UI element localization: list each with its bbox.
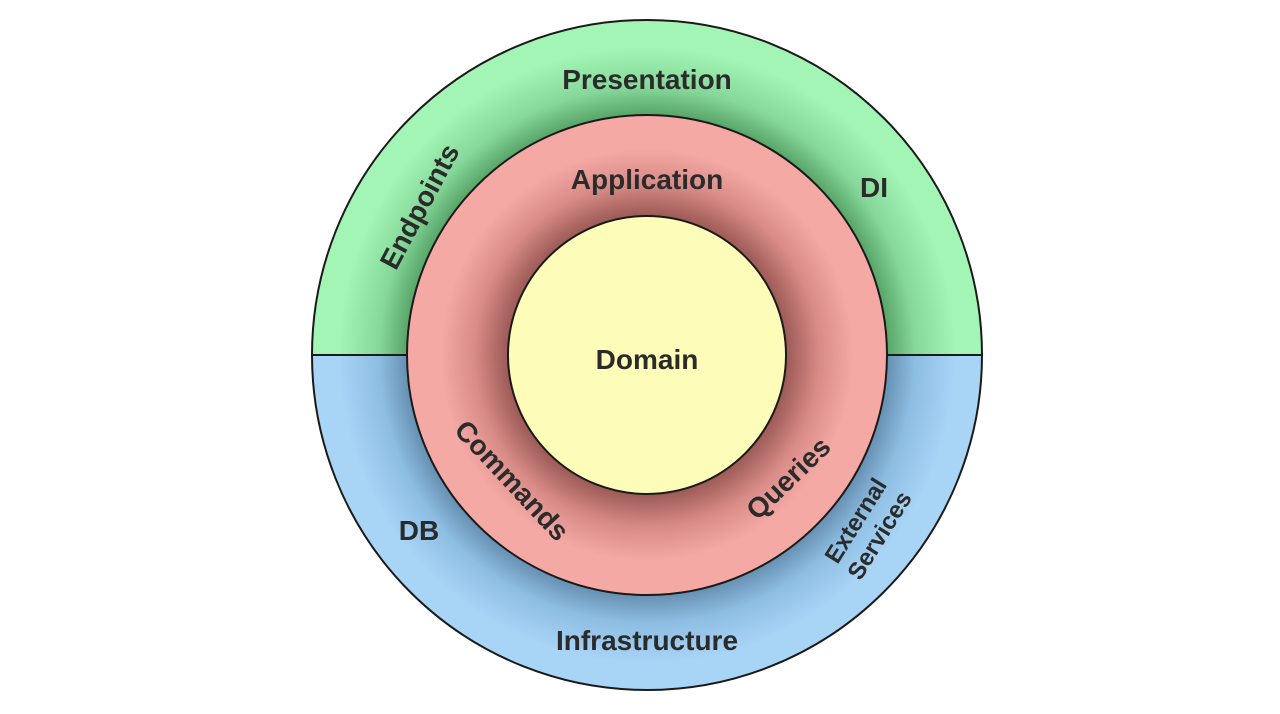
- domain-layer: [507, 215, 787, 495]
- di-label: DI: [860, 172, 888, 203]
- infrastructure-label: Infrastructure: [556, 625, 738, 656]
- db-label: DB: [399, 515, 439, 546]
- presentation-label: Presentation: [562, 64, 732, 95]
- domain-label: Domain: [596, 344, 699, 375]
- application-label: Application: [571, 164, 723, 195]
